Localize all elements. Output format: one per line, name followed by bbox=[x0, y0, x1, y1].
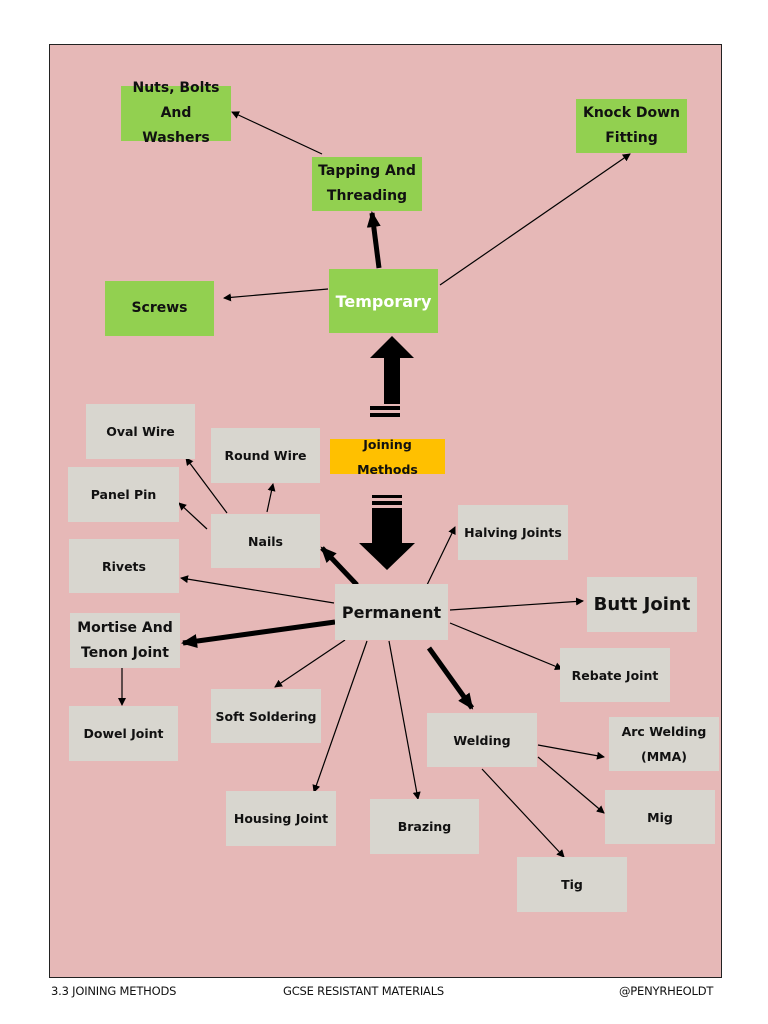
node-butt-joint: Butt Joint bbox=[587, 577, 697, 632]
node-round-wire: Round Wire bbox=[211, 428, 320, 483]
node-permanent: Permanent bbox=[335, 584, 448, 640]
node-dowel-joint: Dowel Joint bbox=[69, 706, 178, 761]
node-arc-welding: Arc Welding (MMA) bbox=[609, 717, 719, 771]
node-tig: Tig bbox=[517, 857, 627, 912]
footer-author-handle: @PENYRHEOLDT bbox=[619, 984, 714, 998]
node-housing-joint: Housing Joint bbox=[226, 791, 336, 846]
node-tapping-and-threading: Tapping And Threading bbox=[312, 157, 422, 211]
node-knock-down-fitting: Knock Down Fitting bbox=[576, 99, 687, 153]
node-rebate-joint: Rebate Joint bbox=[560, 648, 670, 702]
node-nails: Nails bbox=[211, 514, 320, 568]
node-brazing: Brazing bbox=[370, 799, 479, 854]
node-mortise-and-tenon-joint: Mortise And Tenon Joint bbox=[70, 613, 180, 668]
node-temporary: Temporary bbox=[329, 269, 438, 333]
footer-course-label: GCSE RESISTANT MATERIALS bbox=[283, 984, 445, 998]
node-oval-wire: Oval Wire bbox=[86, 404, 195, 459]
node-joining-methods: Joining Methods bbox=[330, 437, 445, 477]
node-mig: Mig bbox=[605, 790, 715, 844]
node-halving-joints: Halving Joints bbox=[458, 505, 568, 560]
footer-section-label: 3.3 JOINING METHODS bbox=[51, 984, 177, 998]
node-panel-pin: Panel Pin bbox=[68, 467, 179, 522]
node-rivets: Rivets bbox=[69, 539, 179, 593]
node-soft-soldering: Soft Soldering bbox=[211, 689, 321, 743]
node-welding: Welding bbox=[427, 713, 537, 767]
node-screws: Screws bbox=[105, 281, 214, 336]
node-nuts-bolts-and-washers: Nuts, Bolts And Washers bbox=[121, 80, 231, 146]
